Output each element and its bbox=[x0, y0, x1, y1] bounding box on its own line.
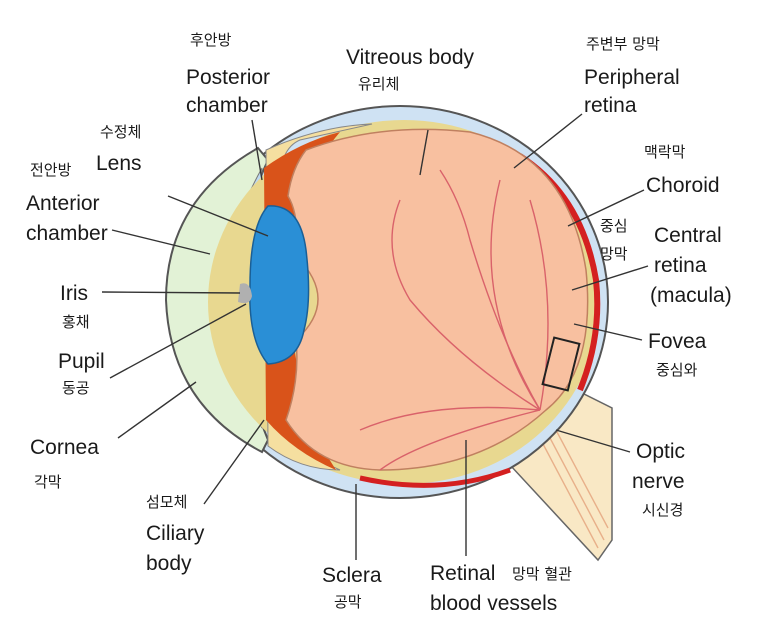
label-choroid-ko: 맥락막 bbox=[644, 143, 686, 161]
label-ciliary-body-ko: 섬모체 bbox=[146, 493, 188, 511]
label-anterior-chamber-en2: chamber bbox=[26, 222, 108, 245]
label-cornea-ko: 각막 bbox=[34, 473, 62, 491]
label-fovea-ko: 중심와 bbox=[656, 361, 698, 379]
fovea-box bbox=[541, 336, 581, 392]
label-vitreous-body-ko: 유리체 bbox=[358, 75, 400, 93]
label-posterior-chamber-ko: 후안방 bbox=[190, 31, 232, 49]
retinal-vessels bbox=[359, 169, 549, 471]
label-pupil-ko: 동공 bbox=[62, 379, 90, 397]
label-choroid-en: Choroid bbox=[646, 174, 720, 197]
label-retinal-vessels-ko: 망막 혈관 bbox=[512, 565, 572, 583]
label-optic-nerve-en2: nerve bbox=[632, 470, 685, 493]
leader-lines bbox=[101, 113, 649, 560]
lens-shape bbox=[249, 205, 310, 365]
label-peripheral-retina-ko: 주변부 망막 bbox=[586, 35, 660, 53]
label-cornea-en: Cornea bbox=[30, 436, 99, 459]
retina-line-lower bbox=[359, 467, 511, 488]
label-posterior-chamber-en1: Posterior bbox=[186, 66, 271, 89]
label-central-retina-en2: retina bbox=[654, 254, 707, 277]
label-optic-nerve-en1: Optic bbox=[636, 440, 686, 463]
label-retinal-vessels-en2: blood vessels bbox=[430, 592, 558, 615]
label-central-retina-ko2: 망막 bbox=[600, 245, 628, 263]
label-fovea-en: Fovea bbox=[648, 330, 707, 353]
label-lens-ko: 수정체 bbox=[100, 123, 142, 141]
label-central-retina-en1: Central bbox=[654, 224, 722, 247]
label-optic-nerve-ko: 시신경 bbox=[642, 501, 684, 519]
label-sclera-en: Sclera bbox=[322, 564, 382, 587]
label-central-retina-en3: (macula) bbox=[650, 284, 732, 307]
label-lens-en: Lens bbox=[96, 152, 142, 175]
label-ciliary-body-en1: Ciliary bbox=[146, 522, 205, 545]
label-pupil-en: Pupil bbox=[58, 350, 105, 373]
label-iris-en: Iris bbox=[60, 282, 88, 305]
label-retinal-vessels-en1: Retinal bbox=[430, 562, 496, 585]
iris-shape bbox=[238, 283, 252, 304]
label-vitreous-body-en: Vitreous body bbox=[346, 46, 475, 69]
label-ciliary-body-en2: body bbox=[146, 552, 192, 575]
label-iris-ko: 홍채 bbox=[62, 313, 90, 331]
label-central-retina-ko1: 중심 bbox=[600, 217, 628, 235]
label-sclera-ko: 공막 bbox=[334, 593, 362, 611]
label-peripheral-retina-en2: retina bbox=[584, 94, 637, 117]
label-peripheral-retina-en1: Peripheral bbox=[584, 66, 680, 89]
label-anterior-chamber-en1: Anterior bbox=[26, 192, 100, 215]
label-posterior-chamber-en2: chamber bbox=[186, 94, 268, 117]
label-anterior-chamber-ko: 전안방 bbox=[30, 161, 72, 179]
